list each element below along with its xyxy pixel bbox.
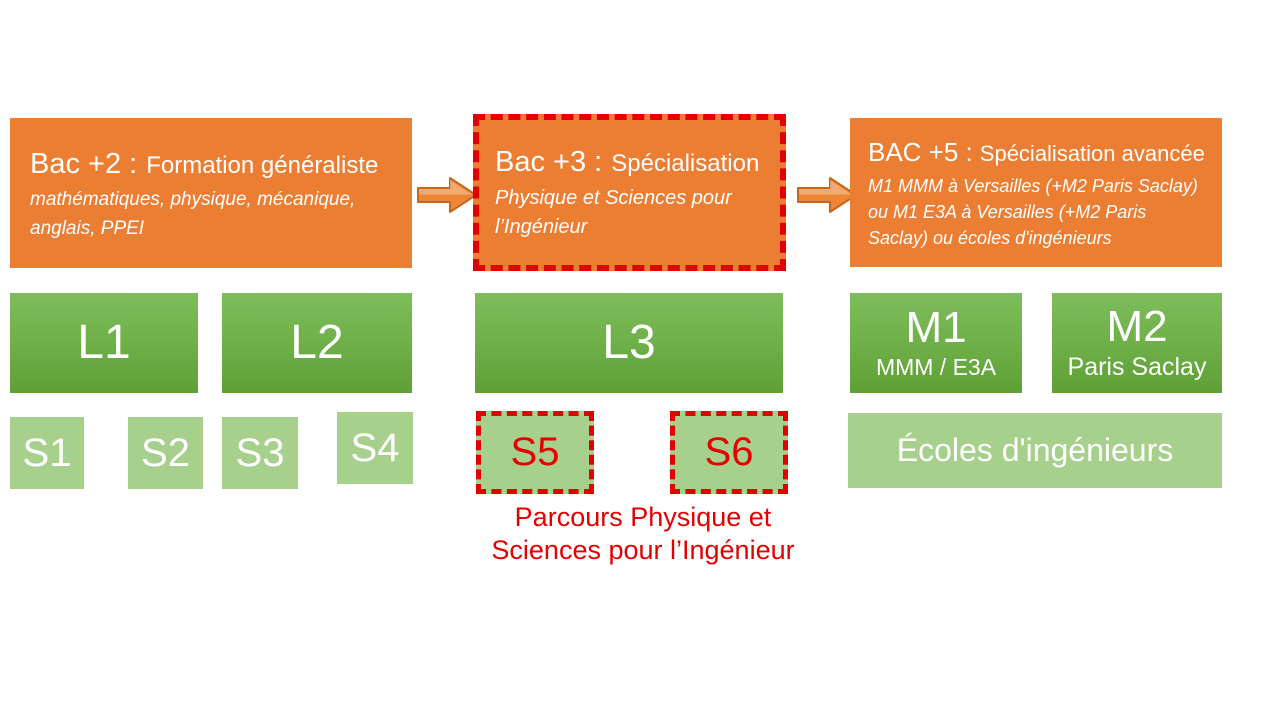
level-code: M2: [1106, 302, 1168, 352]
semester-code: S4: [350, 425, 400, 470]
stage-title-bac2: Bac +2 : Formation généraliste: [30, 148, 394, 181]
semester-box-s3: S3: [222, 417, 298, 489]
semester-code: S1: [22, 430, 72, 475]
semester-code: S3: [235, 430, 285, 475]
stage-title-text: Formation généraliste: [146, 152, 379, 179]
level-box-l3: L3: [475, 293, 783, 393]
level-box-l1: L1: [10, 293, 198, 393]
level-box-m2: M2 Paris Saclay: [1052, 293, 1222, 393]
stage-label: Bac +2 :: [30, 148, 138, 180]
stage-box-bac2: Bac +2 : Formation généraliste mathématiq…: [10, 118, 412, 268]
level-code: L2: [290, 315, 344, 369]
semester-box-s5-highlighted: S5: [476, 411, 594, 494]
semester-box-s6-highlighted: S6: [670, 411, 788, 494]
stage-title-bac5: BAC +5 :Spécialisation avancée: [868, 137, 1210, 168]
stage-title-text: Spécialisation avancée: [979, 141, 1205, 166]
level-detail: MMM / E3A: [875, 354, 997, 381]
semester-code: S6: [704, 430, 754, 474]
semester-box-s1: S1: [10, 417, 84, 489]
stage-label: BAC +5 :: [868, 137, 973, 167]
level-code: M1: [905, 303, 967, 353]
semester-code: S2: [141, 430, 190, 475]
level-code: L3: [602, 315, 656, 369]
ecoles-label: Écoles d'ingénieurs: [896, 432, 1174, 468]
semester-code: S5: [510, 430, 560, 474]
ecoles-ingenieurs-box: Écoles d'ingénieurs: [848, 413, 1222, 488]
semester-box-s4: S4: [337, 412, 413, 484]
arrow-right-icon: [417, 177, 477, 213]
caption-parcours: Parcours Physique et Sciences pour l’Ing…: [491, 502, 795, 566]
stage-box-bac3-highlighted: Bac +3 : Spécialisation Physique et Scien…: [473, 114, 786, 271]
stage-subtitle: Physique et Sciences pour l’Ingénieur: [495, 187, 732, 239]
level-box-l2: L2: [222, 293, 412, 393]
stage-subtitle: M1 MMM à Versailles (+M2 Paris Saclay) o…: [868, 175, 1198, 249]
level-box-m1: M1 MMM / E3A: [850, 293, 1022, 393]
stage-label: Bac +3 :: [495, 146, 603, 178]
stage-subtitle: mathématiques, physique, mécanique, angl…: [30, 189, 356, 239]
semester-box-s2: S2: [128, 417, 203, 489]
stage-title-text: Spécialisation: [611, 150, 760, 177]
level-code: L1: [77, 315, 131, 369]
arrow-right-icon: [797, 177, 857, 213]
stage-title-bac3: Bac +3 : Spécialisation: [495, 146, 768, 179]
stage-box-bac5: BAC +5 :Spécialisation avancée M1 MMM à …: [850, 118, 1222, 267]
level-detail: Paris Saclay: [1067, 353, 1207, 382]
